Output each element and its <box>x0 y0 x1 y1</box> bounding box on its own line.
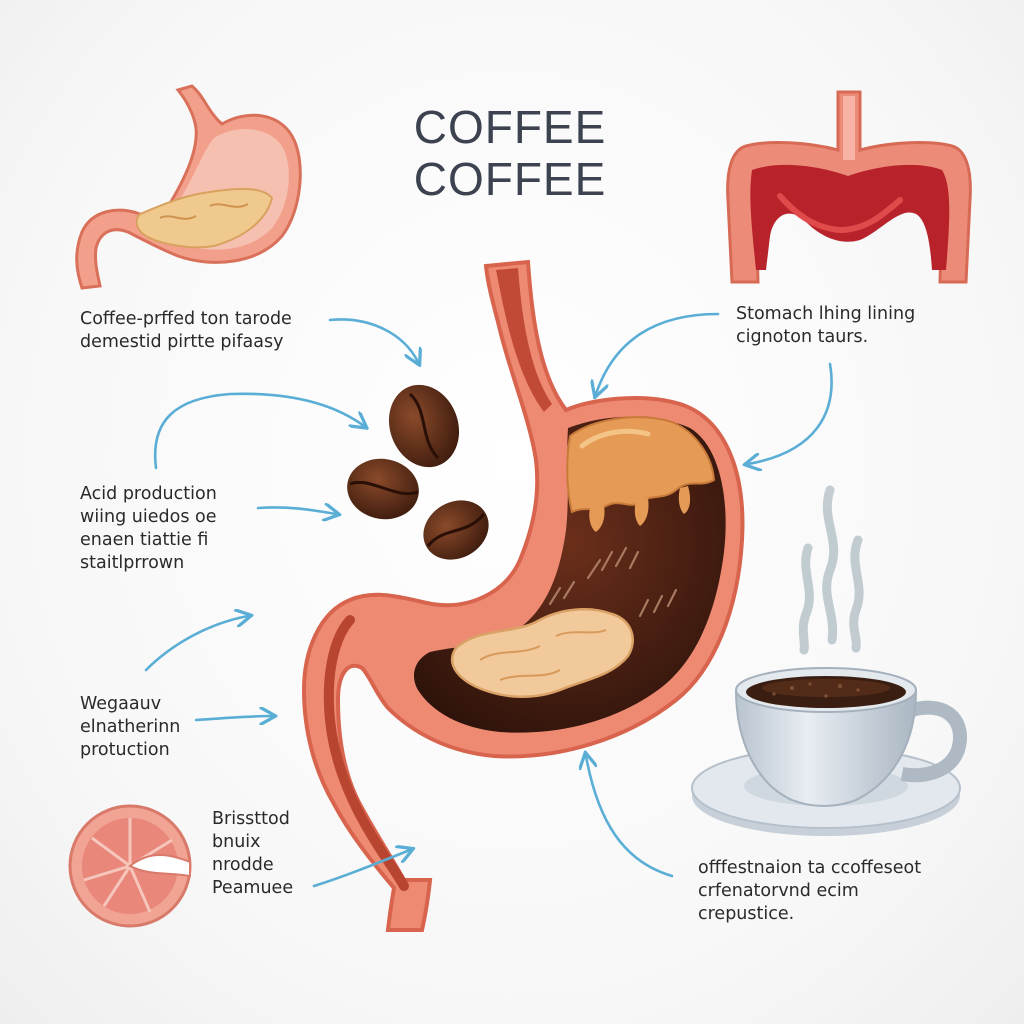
coffee-cup-icon <box>691 667 967 836</box>
label-mid-left: Acid production wiing uiedos oe enaen ti… <box>80 483 217 575</box>
stomach-icon <box>301 259 745 932</box>
label-line: Wegaauv <box>80 694 162 714</box>
arrow <box>328 318 418 362</box>
arrow <box>194 716 272 720</box>
coffee-bean-icon <box>388 384 460 468</box>
label-line: elnatherinn <box>80 717 181 737</box>
label-line: nrodde <box>212 855 274 875</box>
label-line: Stomach lhing lining <box>736 304 916 324</box>
label-line: bnuix <box>212 832 261 852</box>
label-line: wiing uiedos oe <box>80 507 217 527</box>
label-bottom-right: offfestnaion ta ccoffeseot crfenatorvnd … <box>698 857 921 926</box>
coffee-bean-icon <box>347 458 419 520</box>
label-line: Coffee-prffed ton tarode <box>80 309 292 329</box>
arrow <box>596 312 720 394</box>
steam-icon <box>798 485 864 655</box>
label-line: Acid production <box>80 484 217 504</box>
title-line-1: COFFEE <box>413 101 607 153</box>
label-line: enaen tiattie fi <box>80 530 209 550</box>
arrow <box>144 616 248 672</box>
label-line: Peamuee <box>212 878 294 898</box>
label-top-left: Coffee-prffed ton tarode demestid pirtte… <box>80 308 292 354</box>
arrow <box>153 392 364 470</box>
title-line-2: COFFEE <box>413 153 607 205</box>
arrow <box>312 850 410 888</box>
tissue-section-icon <box>68 804 192 928</box>
label-line: crfenatorvnd ecim <box>698 881 859 901</box>
arrow <box>256 507 336 514</box>
arrow <box>586 756 674 878</box>
stomach-icon <box>75 84 302 290</box>
label-line: protuction <box>80 740 170 760</box>
coffee-bean-icon <box>423 500 489 560</box>
label-top-right: Stomach lhing lining cignoton taurs. <box>736 303 915 349</box>
arrow-group <box>144 312 833 888</box>
label-line: crepustice. <box>698 904 795 924</box>
label-line: cignoton taurs. <box>736 327 869 347</box>
arrow <box>748 362 833 464</box>
label-line: offfestnaion ta ccoffeseot <box>698 858 922 878</box>
label-line: staitlprrown <box>80 553 185 573</box>
label-bottom-left: Brissttod bnuix nrodde Peamuee <box>212 808 293 900</box>
label-lower-left: Wegaauv elnatherinn protuction <box>80 693 180 762</box>
label-line: demestid pirtte pifaasy <box>80 332 284 352</box>
esophagus-icon <box>726 90 972 284</box>
label-line: Brissttod <box>212 809 290 829</box>
